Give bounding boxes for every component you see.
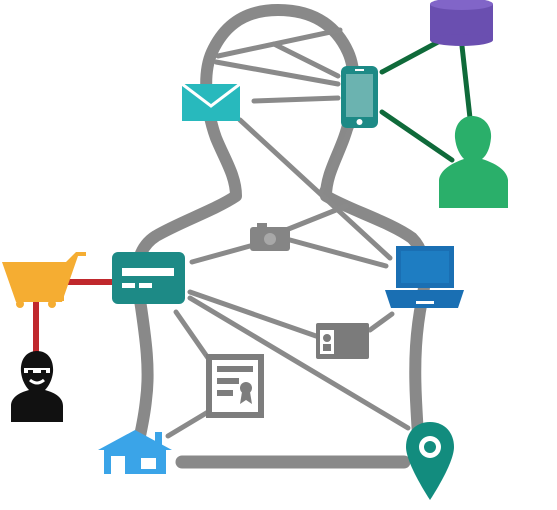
green-links bbox=[379, 39, 473, 163]
link-camera-laptop bbox=[287, 237, 389, 269]
link-phone-person bbox=[379, 109, 455, 163]
link-card-cert bbox=[173, 309, 211, 361]
house-icon bbox=[98, 430, 172, 474]
link-idcard-laptop bbox=[367, 311, 395, 333]
thief-icon bbox=[11, 351, 63, 422]
database-icon bbox=[430, 0, 493, 46]
silhouette-outline bbox=[130, 4, 431, 466]
id-card-icon bbox=[316, 323, 369, 359]
link-card-pin bbox=[187, 295, 411, 431]
smartphone-icon bbox=[341, 66, 378, 128]
camera-icon bbox=[250, 223, 290, 251]
link-phone-neck bbox=[319, 123, 355, 193]
link-card-idcard bbox=[187, 289, 319, 339]
link-head-phone-3 bbox=[271, 41, 341, 79]
red-links bbox=[33, 279, 115, 355]
person-icon bbox=[439, 116, 508, 208]
link-card-camera bbox=[189, 243, 253, 265]
link-cert-home bbox=[165, 409, 211, 439]
envelope-icon bbox=[181, 82, 241, 121]
gray-links bbox=[165, 27, 411, 439]
credit-card-icon bbox=[112, 252, 185, 304]
laptop-icon bbox=[385, 246, 464, 308]
link-head-laptop bbox=[237, 117, 393, 261]
link-head-phone-2 bbox=[213, 59, 341, 87]
link-head-phone-1 bbox=[215, 27, 343, 59]
link-camera-shoulder bbox=[283, 203, 349, 233]
link-phone-database bbox=[379, 39, 441, 75]
shopping-cart-icon bbox=[2, 252, 86, 308]
link-database-person bbox=[459, 43, 473, 121]
certificate-icon bbox=[206, 354, 264, 418]
location-pin-icon bbox=[406, 422, 454, 500]
link-email-phone bbox=[251, 95, 341, 104]
